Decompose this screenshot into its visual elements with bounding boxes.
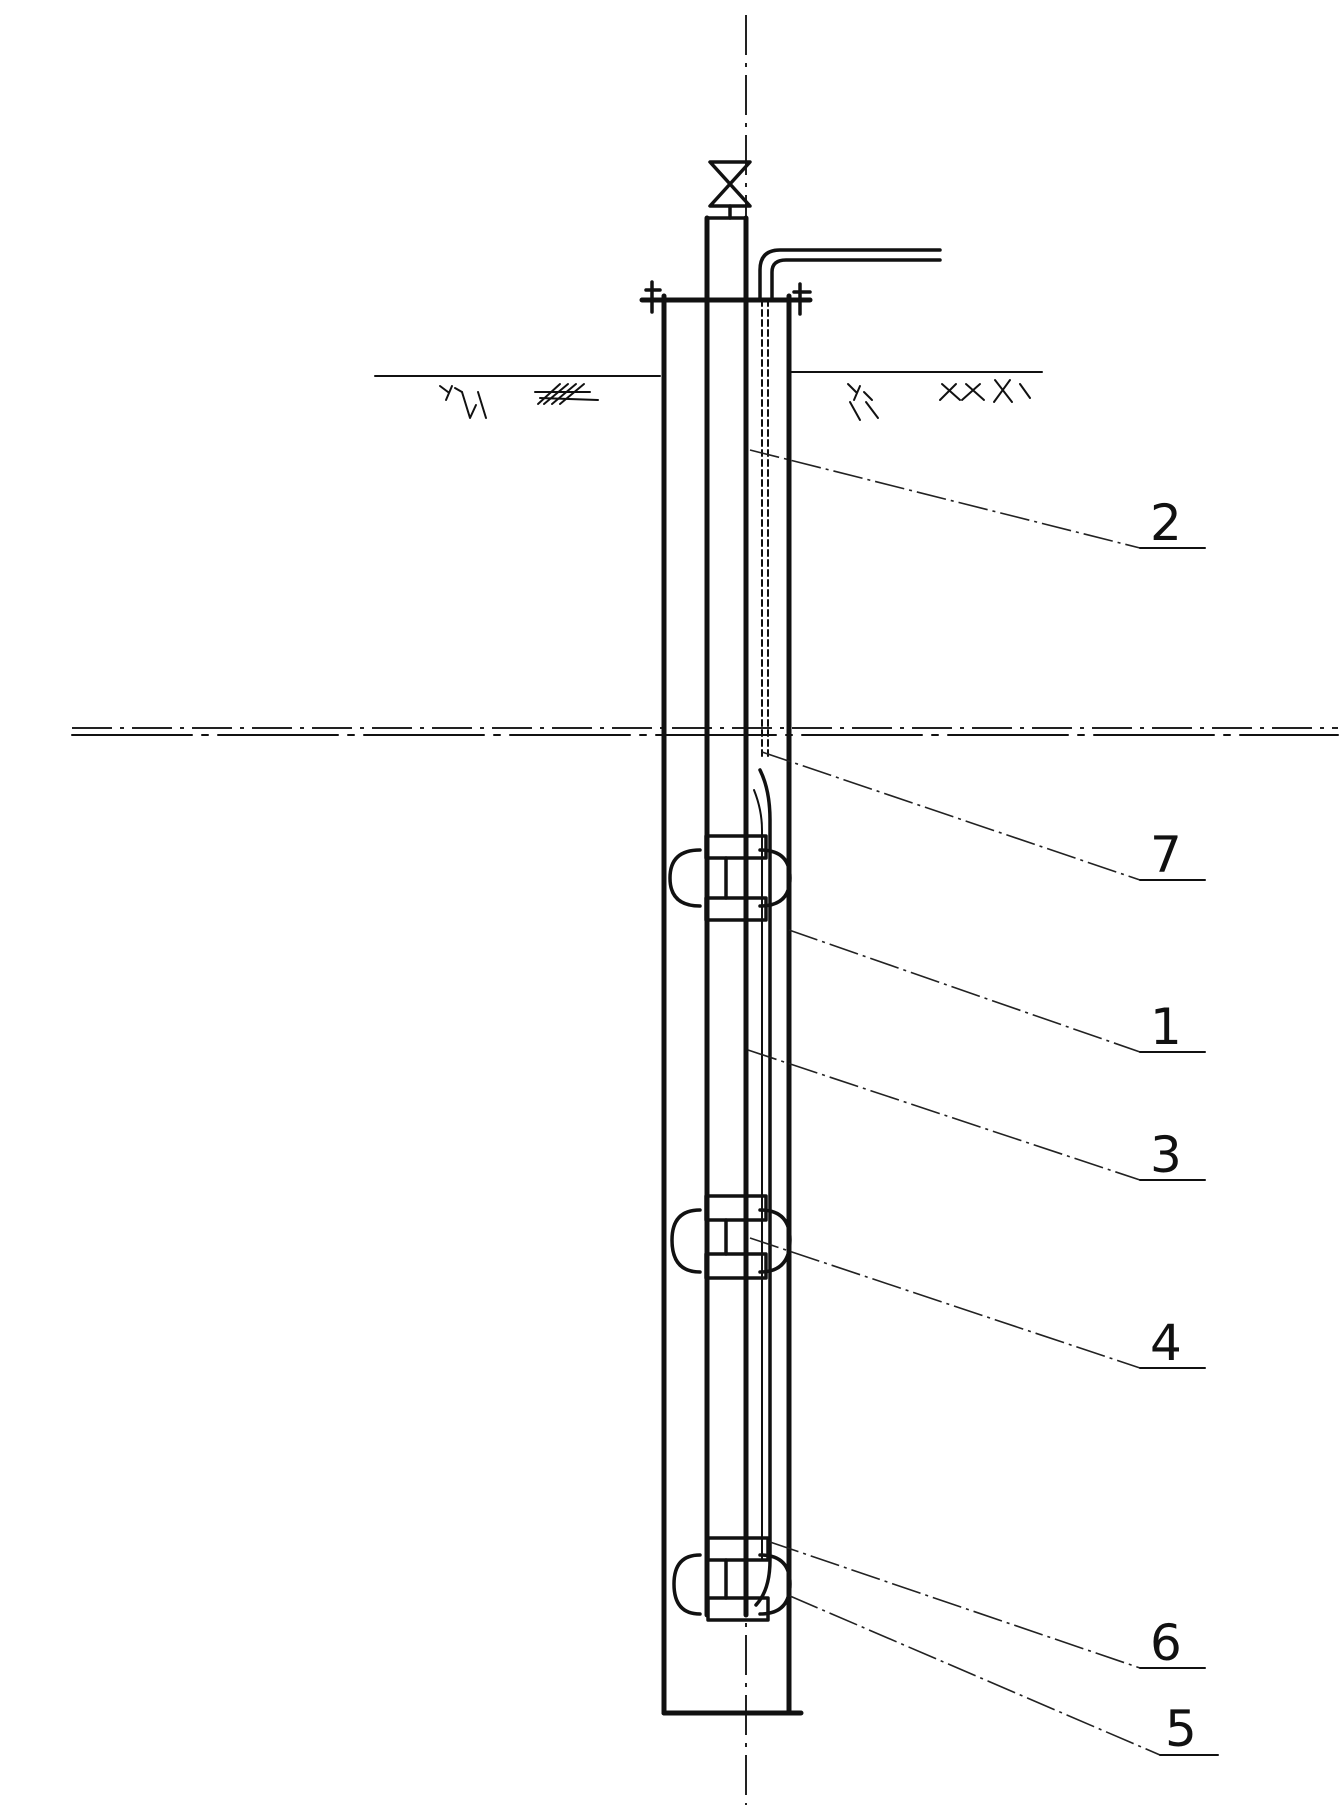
callout-3: 3 [747,1049,1206,1184]
callout-label: 5 [1165,1700,1197,1758]
flange-bolt-right [792,282,812,316]
callout-label: 6 [1150,1614,1182,1672]
callout-2: 2 [749,449,1206,552]
soil-hatch-left [439,383,599,419]
callout-5: 5 [789,1595,1219,1758]
callout-label: 7 [1150,826,1182,884]
callout-1: 1 [788,929,1206,1056]
valve-icon [708,160,752,208]
discharge-pipe-inner [770,258,942,302]
callout-label: 2 [1150,494,1182,552]
centralizer-lower [672,1536,792,1622]
centralizer-middle [670,1194,792,1280]
callout-label: 1 [1150,998,1182,1056]
flange-bolt-left [644,280,662,314]
discharge-pipe-outer [758,248,942,302]
callout-label: 4 [1150,1314,1182,1372]
callout-4: 4 [749,1237,1206,1372]
cable-lower-run [754,768,772,1607]
centralizer-upper [668,834,792,922]
callout-7: 7 [761,751,1206,884]
callout-6: 6 [769,1541,1206,1672]
soil-hatch-right [847,379,1031,421]
power-cable [761,299,769,761]
cable-lower-run-inner [753,789,763,1561]
callout-label: 3 [1150,1126,1182,1184]
